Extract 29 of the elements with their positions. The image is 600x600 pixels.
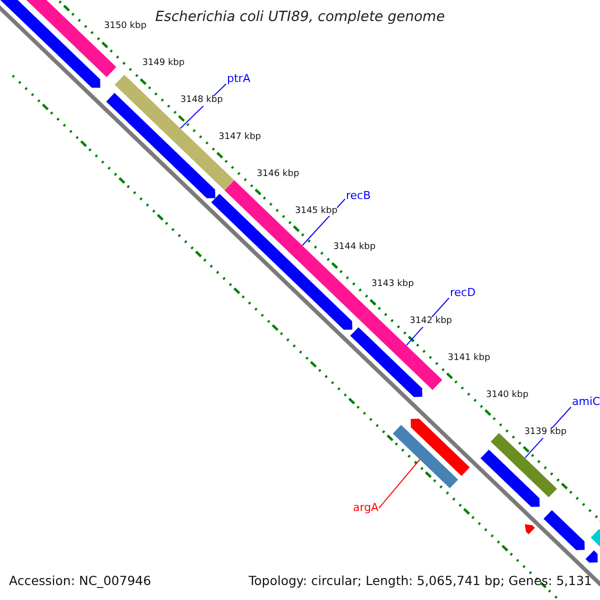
footer-text: Accession: NC_007946 — [9, 574, 152, 588]
gene-feature — [544, 510, 585, 550]
gene-feature — [0, 0, 100, 88]
scale-label: 3148 kbp — [180, 96, 223, 106]
scale-label: 3142 kbp — [410, 317, 452, 328]
gene-label: amiC — [572, 396, 600, 408]
gene-bar — [392, 424, 458, 488]
scale-label: 3150 kbp — [104, 22, 146, 32]
scale-label: 3145 kbp — [295, 206, 338, 216]
scale-label: 3149 kbp — [142, 58, 185, 69]
scale-label: 3147 kbp — [218, 132, 261, 143]
scale-label: 3143 kbp — [371, 280, 414, 290]
gene-bar — [590, 529, 600, 547]
scale-label: 3141 kbp — [448, 354, 490, 364]
gene-label: argA — [353, 502, 379, 514]
scale-label: 3139 kbp — [524, 428, 567, 438]
scale-label: 3146 kbp — [256, 170, 300, 180]
scale-label: 3144 kbp — [333, 243, 376, 254]
footer-text: Topology: circular; Length: 5,065,741 bp; Genes: 5,131 — [248, 574, 592, 588]
gene-feature — [480, 450, 540, 507]
gene-label: recD — [450, 287, 476, 300]
gene-label: ptrA — [227, 73, 250, 86]
scale-label: 3140 kbp — [486, 391, 528, 401]
gene-feature — [524, 524, 535, 534]
gene-label: recB — [346, 190, 371, 202]
gene-feature — [350, 327, 422, 397]
title: Escherichia coli UTI89, complete genome — [155, 10, 445, 26]
gene-feature — [586, 550, 598, 563]
gene-feature — [410, 418, 470, 476]
